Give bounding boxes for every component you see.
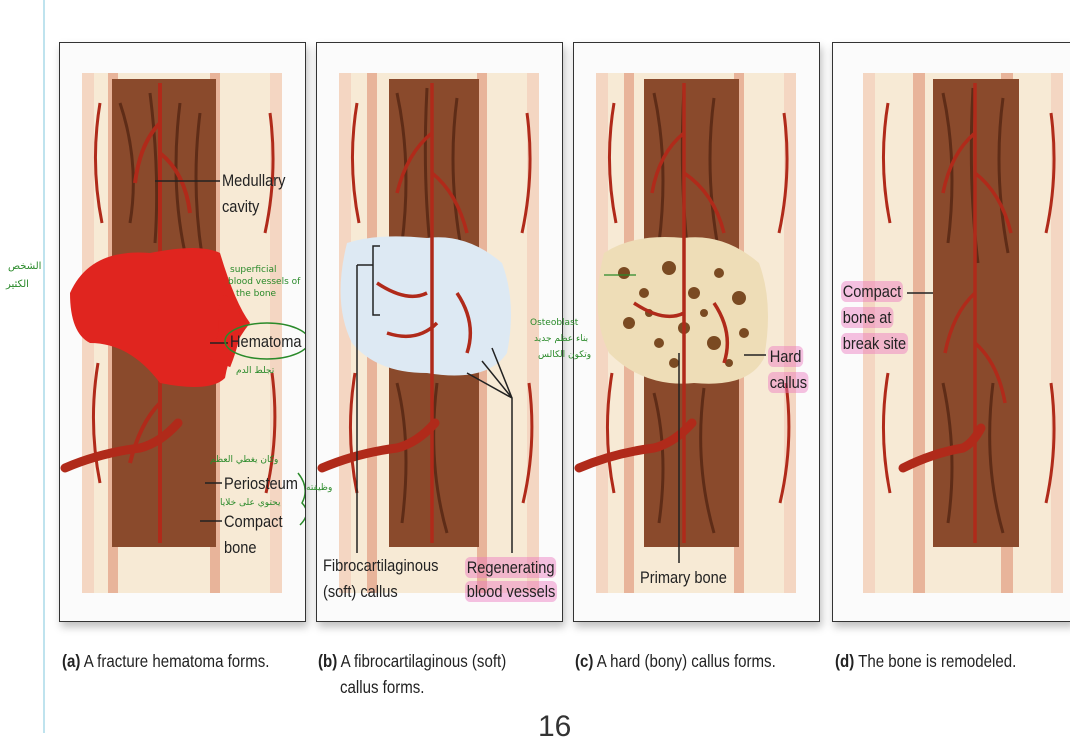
panel-b: Fibrocartilaginous (soft) callus Regener… bbox=[316, 42, 563, 622]
annotation-periosteum-right: وظيفته bbox=[306, 483, 332, 493]
panel-c: Primary bone Hard callus bbox=[573, 42, 820, 622]
caption-b-line2: callus forms. bbox=[340, 676, 424, 699]
page-number: 16 bbox=[538, 712, 571, 742]
annotation-periosteum-1: وكان يغطي العظم bbox=[210, 455, 278, 465]
annotation-margin-2: الكثير bbox=[6, 280, 29, 290]
annotation-osteoblast: Osteoblast bbox=[530, 318, 578, 328]
label-periosteum: Periosteum bbox=[224, 473, 298, 494]
caption-d: (d) The bone is remodeled. bbox=[835, 650, 1016, 673]
label-bone: bone bbox=[224, 537, 257, 558]
label-primary-bone: Primary bone bbox=[640, 567, 727, 588]
caption-c-text: A hard (bony) callus forms. bbox=[593, 651, 775, 671]
caption-b: (b) A fibrocartilaginous (soft) bbox=[318, 650, 506, 673]
caption-b-letter: (b) bbox=[318, 651, 337, 671]
panel-a: Medullary cavity Hematoma Periosteum Com… bbox=[59, 42, 306, 622]
label-cavity: cavity bbox=[222, 196, 259, 217]
label-callus: callus bbox=[768, 372, 809, 393]
annotation-margin-1: الشخص bbox=[8, 262, 41, 272]
caption-c-letter: (c) bbox=[575, 651, 593, 671]
label-regenerating: Regenerating bbox=[465, 557, 556, 578]
caption-a: (a) A fracture hematoma forms. bbox=[62, 650, 269, 673]
label-blood-vessels: blood vessels bbox=[465, 581, 557, 602]
panel-b-illustration bbox=[317, 43, 562, 621]
annotation-superficial-1: superficial bbox=[230, 265, 276, 275]
caption-a-text: A fracture hematoma forms. bbox=[80, 651, 269, 671]
margin-line bbox=[43, 0, 45, 733]
label-medullary: Medullary bbox=[222, 170, 285, 191]
panel-d: Compact bone at break site bbox=[832, 42, 1070, 622]
annotation-hematoma: تجلط الدم bbox=[236, 366, 274, 376]
caption-b-text: A fibrocartilaginous (soft) bbox=[337, 651, 506, 671]
annotation-superficial-2: blood vessels of bbox=[228, 277, 300, 287]
annotation-osteoblast-3: وتكون الكالس bbox=[538, 350, 591, 360]
annotation-superficial-3: the bone bbox=[236, 289, 276, 299]
caption-d-letter: (d) bbox=[835, 651, 854, 671]
label-compact: Compact bbox=[224, 511, 283, 532]
label-compact-bone-1: Compact bbox=[841, 281, 903, 302]
caption-a-letter: (a) bbox=[62, 651, 80, 671]
caption-d-text: The bone is remodeled. bbox=[854, 651, 1016, 671]
panel-d-illustration bbox=[833, 43, 1070, 621]
label-hematoma: Hematoma bbox=[230, 331, 302, 352]
annotation-osteoblast-2: بناء عظم جديد bbox=[534, 334, 588, 344]
panel-c-illustration bbox=[574, 43, 819, 621]
label-compact-bone-2: bone at bbox=[841, 307, 893, 328]
caption-c: (c) A hard (bony) callus forms. bbox=[575, 650, 776, 673]
label-compact-bone-3: break site bbox=[841, 333, 908, 354]
label-fibrocartilaginous: Fibrocartilaginous bbox=[323, 555, 438, 576]
label-hard: Hard bbox=[768, 346, 803, 367]
label-soft-callus: (soft) callus bbox=[323, 581, 398, 602]
annotation-periosteum-2: يحتوي على خلايا bbox=[220, 498, 280, 508]
